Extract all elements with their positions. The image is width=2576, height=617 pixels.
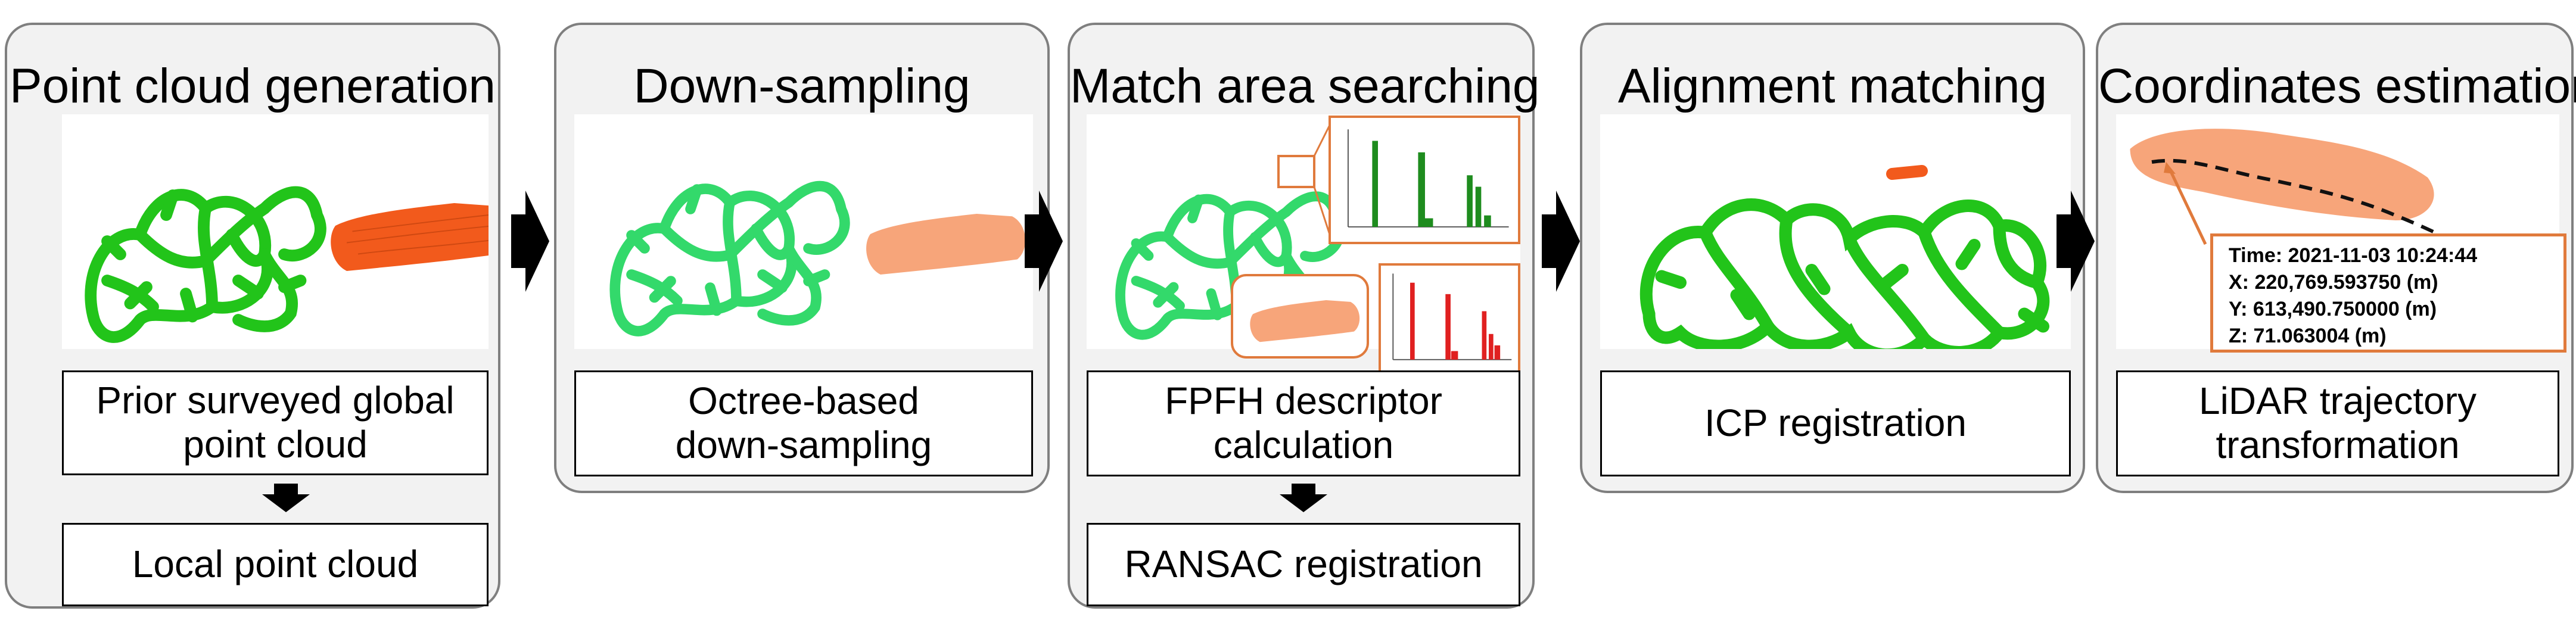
- stage-title: Alignment matching: [1617, 59, 2048, 113]
- alignment-illustration: [1600, 165, 2071, 349]
- stage-title: Coordinates estimation: [2098, 59, 2576, 113]
- trajectory-path: [2151, 158, 2475, 253]
- stage-title: Down-sampling: [633, 59, 970, 113]
- down-sampled-cloud-panel: [574, 114, 1033, 349]
- time-readout: Time: 2021-11-03 10:24:44: [2229, 244, 2478, 267]
- flow-arrow-icon: [2057, 191, 2095, 292]
- down-arrow-icon: [1280, 484, 1327, 512]
- down-arrow-icon: [262, 484, 310, 512]
- global-histogram-chart: [1347, 129, 1509, 228]
- global-fpfh-histogram: [1329, 116, 1520, 244]
- down-sampled-global-cloud: [615, 186, 845, 332]
- down-sampled-illustration: [574, 114, 1026, 349]
- z-readout: Z: 71.063004 (m): [2229, 325, 2387, 347]
- down-sampled-local-cloud: [866, 214, 1026, 275]
- prior-surveyed-global-point-cloud-box: Prior surveyed global point cloud: [62, 370, 489, 475]
- stage-match-area-searching: Match area searching: [1068, 23, 1540, 609]
- flow-arrow-icon: [1025, 191, 1063, 292]
- flow-arrow-icon: [1542, 191, 1580, 292]
- aligned-global-cloud: [1646, 205, 2043, 349]
- trajectory-illustration: [2130, 129, 2475, 253]
- stage-title: Point cloud generation: [9, 59, 496, 113]
- flow-arrow-icon: [511, 191, 549, 292]
- local-fpfh-histogram: [1379, 263, 1520, 373]
- lidar-trajectory-box: LiDAR trajectory transformation: [2116, 370, 2559, 476]
- local-cloud-inset-shape: [1250, 300, 1360, 342]
- y-readout: Y: 613,490.750000 (m): [2229, 298, 2437, 320]
- local-point-cloud-box: Local point cloud: [62, 523, 489, 606]
- stage-point-cloud-generation: Point cloud generation Prior surveyed gl…: [5, 23, 500, 609]
- fpfh-descriptor-box: FPFH descriptor calculation: [1087, 370, 1520, 476]
- coordinate-readout: Time: 2021-11-03 10:24:44 X: 220,769.593…: [2210, 233, 2566, 353]
- point-cloud-illustration: [62, 114, 489, 349]
- icp-registration-box: ICP registration: [1600, 370, 2071, 476]
- local-point-cloud: [331, 203, 489, 271]
- x-readout: X: 220,769.593750 (m): [2229, 271, 2438, 294]
- alignment-panel: [1600, 114, 2071, 349]
- point-cloud-panel: [62, 114, 489, 349]
- aligned-local-cloud: [1886, 165, 1928, 180]
- stage-title: Match area searching: [1070, 59, 1540, 113]
- local-cloud-inset: [1231, 274, 1369, 359]
- global-point-cloud: [91, 192, 321, 338]
- octree-down-sampling-box: Octree-based down-sampling: [574, 370, 1033, 476]
- trajectory-pointer: [2168, 168, 2207, 245]
- local-histogram-chart: [1392, 273, 1512, 360]
- trajectory-local-cloud: [2130, 129, 2434, 220]
- ransac-registration-box: RANSAC registration: [1087, 523, 1520, 606]
- stage-down-sampling: Down-sampling Octree-based down-sampling: [554, 23, 1050, 493]
- stage-alignment-matching: Alignment matching ICP registration: [1580, 23, 2085, 493]
- match-area-highlight: [1277, 155, 1315, 188]
